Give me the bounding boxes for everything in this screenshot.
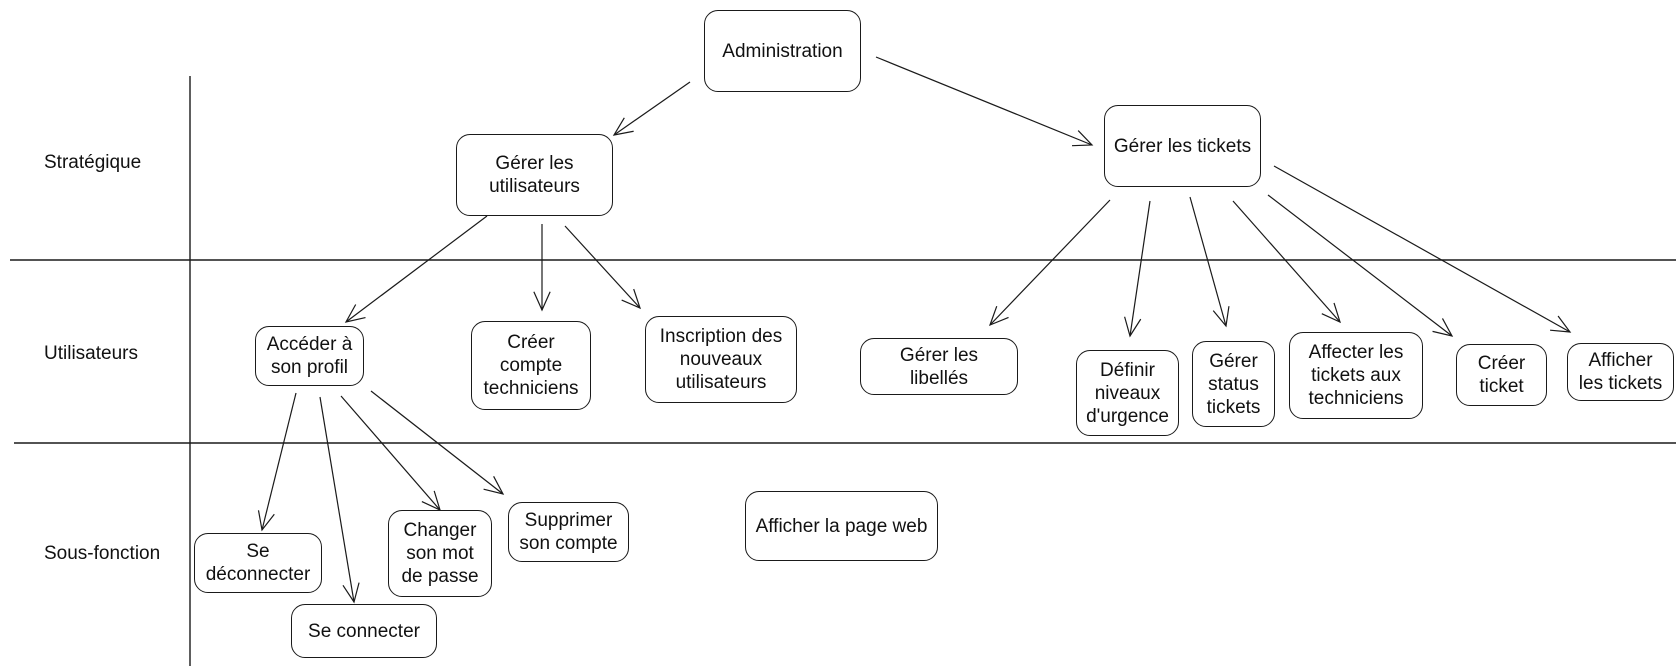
node-afficher-tickets: Afficher les tickets — [1567, 343, 1674, 401]
lane-label-sous-fonction: Sous-fonction — [44, 543, 161, 564]
arrow-gerer_utilisateurs-to-acceder_profil — [344, 215, 488, 323]
node-definir-urgence: Définir niveaux d'urgence — [1076, 350, 1179, 436]
node-se-deconnecter: Se déconnecter — [194, 533, 322, 593]
node-afficher-page-web: Afficher la page web — [745, 491, 938, 561]
arrow-administration-to-gerer_tickets — [875, 56, 1094, 147]
arrow-gerer_tickets-to-gerer_libelles — [988, 199, 1111, 327]
node-affecter-tickets: Affecter les tickets aux techniciens — [1289, 332, 1423, 419]
node-gerer-utilisateurs: Gérer les utilisateurs — [456, 134, 613, 216]
node-supprimer-compte: Supprimer son compte — [508, 502, 629, 562]
node-inscription-nouveaux-utilisateurs: Inscription des nouveaux utilisateurs — [645, 316, 797, 403]
node-se-connecter: Se connecter — [291, 604, 437, 658]
node-administration: Administration — [704, 10, 861, 92]
arrow-acceder_profil-to-se_connecter — [319, 396, 360, 604]
lane-label-utilisateurs: Utilisateurs — [44, 343, 138, 364]
arrow-acceder_profil-to-changer_mdp — [340, 395, 441, 512]
arrow-acceder_profil-to-se_deconnecter — [257, 392, 297, 532]
arrow-acceder_profil-to-supprimer_compte — [370, 390, 505, 495]
node-gerer-tickets: Gérer les tickets — [1104, 105, 1261, 187]
node-creer-compte-techniciens: Créer compte techniciens — [471, 321, 591, 410]
arrow-gerer_tickets-to-creer_ticket — [1267, 194, 1454, 337]
arrow-gerer_tickets-to-afficher_tickets — [1273, 165, 1572, 333]
lane-label-strategique: Stratégique — [44, 152, 142, 173]
node-gerer-status-tickets: Gérer status tickets — [1192, 341, 1275, 427]
node-gerer-libelles: Gérer les libellés — [860, 338, 1018, 395]
arrow-gerer_utilisateurs-to-inscription — [564, 225, 641, 310]
arrow-gerer_tickets-to-definir_urgence — [1124, 200, 1151, 338]
arrow-gerer_utilisateurs-to-creer_compte_techniciens — [533, 224, 551, 312]
node-creer-ticket: Créer ticket — [1456, 344, 1547, 406]
node-changer-mot-de-passe: Changer son mot de passe — [388, 510, 492, 597]
arrow-administration-to-gerer_utilisateurs — [612, 81, 691, 136]
arrow-gerer_tickets-to-affecter_tickets — [1232, 200, 1341, 324]
node-acceder-profil: Accéder à son profil — [255, 326, 364, 386]
arrow-gerer_tickets-to-gerer_status — [1189, 196, 1230, 328]
